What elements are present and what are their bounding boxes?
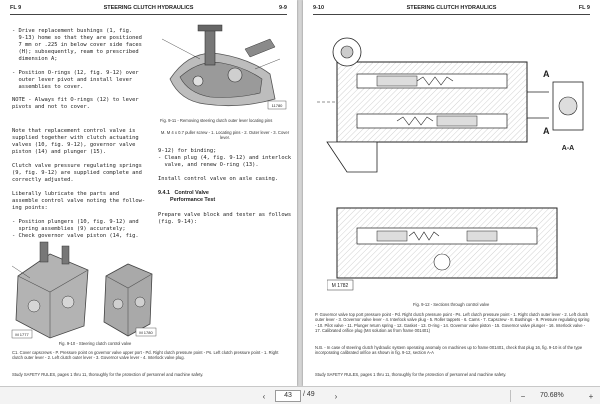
- fig-9-10-photo-left: M 1777: [11, 241, 89, 339]
- page-total: / 49: [303, 391, 315, 398]
- fig-9-12-tag: M 1782: [332, 283, 349, 289]
- left-page-header: FL 9 STEERING CLUTCH HYDRAULICS 9-9: [10, 5, 287, 15]
- left-header-rule: [10, 14, 287, 15]
- fig-9-11-photo: 11780: [150, 19, 290, 115]
- left-page-footer: Study SAFETY RULES, pages 1 thru 11, tho…: [12, 372, 204, 377]
- fig-9-11-legend: M. M 4 x 0.7 puller screw - 1. Locating …: [160, 130, 290, 141]
- note-block: NOTE - Always fit O-rings (12) to lever …: [12, 97, 139, 110]
- left-text-block-2: Note that replacement control valve is s…: [12, 128, 146, 239]
- zoom-out-icon[interactable]: −: [520, 391, 526, 401]
- page-navigator: ‹ 43 / 49 ›: [253, 390, 347, 402]
- section-9-4-1-title: 9.4.1 Control Valve Performance Test: [158, 190, 216, 203]
- zoom-in-icon[interactable]: +: [588, 391, 594, 401]
- left-page: FL 9 STEERING CLUTCH HYDRAULICS 9-9 - Dr…: [0, 0, 297, 386]
- fig-9-12-caption: Fig. 9-12 - Sections through control val…: [413, 302, 490, 307]
- right-page-header: 9-10 STEERING CLUTCH HYDRAULICS FL 9: [313, 5, 590, 15]
- viewer-toolbar: ‹ 43 / 49 › − 70.68% +: [0, 386, 600, 404]
- left-header-title: STEERING CLUTCH HYDRAULICS: [103, 5, 194, 11]
- fig-9-11-caption: Fig. 9-11 - Removing steering clutch out…: [160, 118, 273, 123]
- fig-9-10-caption: Fig. 9-10 - Steering clutch control valv…: [58, 341, 132, 346]
- right-page-footer: Study SAFETY RULES, pages 1 thru 11, tho…: [315, 372, 507, 377]
- prev-page-icon[interactable]: ‹: [262, 391, 266, 401]
- fig-9-10-photo-right: M 1780: [103, 263, 157, 337]
- right-header-page-number: 9-10: [313, 5, 325, 11]
- right-header-rule: [313, 14, 590, 15]
- left-text-block-3: 9-12) for binding; - Clean plug (4, fig.…: [158, 148, 292, 182]
- toolbar-divider: [510, 390, 511, 402]
- zoom-level[interactable]: 70.68%: [540, 392, 564, 399]
- fig-9-10-tag-b: M 1780: [139, 330, 153, 335]
- fig-9-10-legend: C1. Cover capscrews - P. Pressure point …: [12, 350, 279, 361]
- fig-9-12-upper-section: A A A-A: [317, 37, 584, 173]
- fig-9-12-lower-section: M 1782: [327, 207, 558, 291]
- fig-9-12-note: N.B. - In case of steering clutch hydrau…: [315, 345, 583, 356]
- right-header-title: STEERING CLUTCH HYDRAULICS: [406, 5, 497, 11]
- section-arrow-label-2: A: [543, 126, 550, 136]
- fig-9-10-tag-a: M 1777: [15, 332, 29, 337]
- right-header-right: FL 9: [578, 5, 590, 11]
- left-header-page-number: 9-9: [279, 5, 287, 11]
- page-number-input[interactable]: 43: [275, 390, 301, 402]
- right-page: 9-10 STEERING CLUTCH HYDRAULICS FL 9: [303, 0, 600, 386]
- left-header-left: FL 9: [10, 5, 22, 11]
- next-page-icon[interactable]: ›: [334, 391, 338, 401]
- left-text-block-1: - Drive replacement bushings (1, fig. 9-…: [12, 28, 142, 90]
- fig-9-11-tag: 11780: [272, 103, 284, 108]
- section-arrow-label-1: A: [543, 69, 550, 79]
- left-text-block-4: Prepare valve block and tester as follow…: [158, 212, 292, 225]
- fig-9-12-legend: P. Governor valve top port pressure poin…: [315, 312, 590, 334]
- section-a-a-label: A-A: [562, 145, 574, 152]
